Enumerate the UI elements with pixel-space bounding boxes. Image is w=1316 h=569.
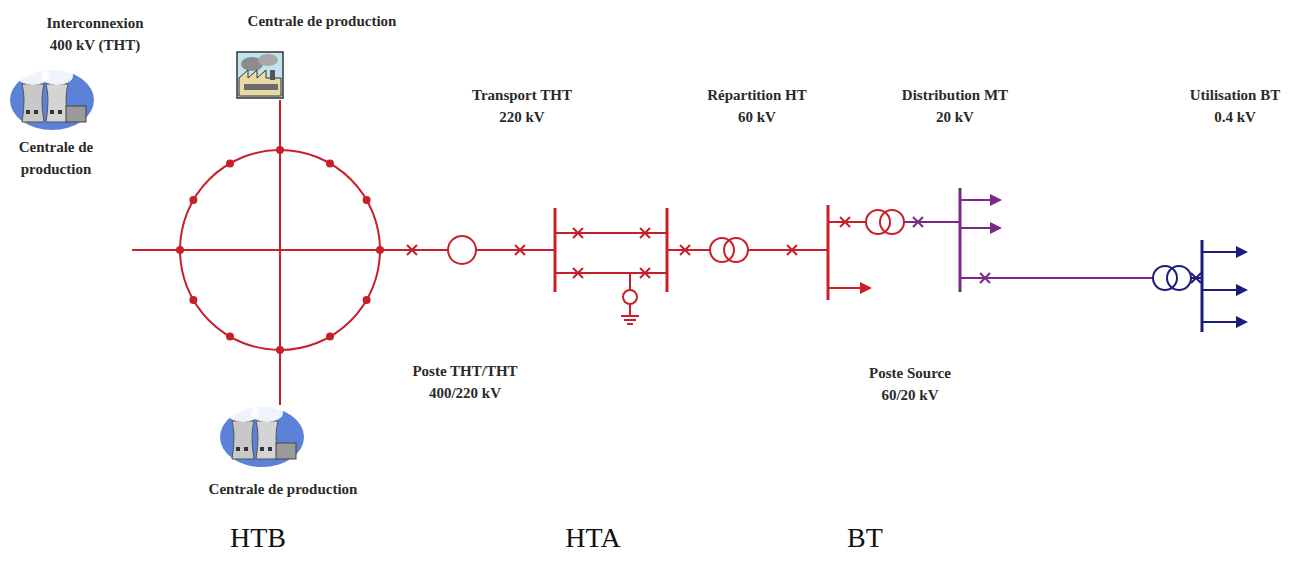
level-label: Poste THT/THT 400/220 kV [411, 360, 519, 404]
ring-dot [363, 296, 371, 304]
voltage-class: HTA [565, 522, 620, 554]
tht-section [380, 205, 904, 324]
bt-section [1167, 240, 1236, 332]
bt-arrows [1236, 246, 1248, 328]
level-label: Poste Source 60/20 kV [868, 362, 953, 406]
breaker-mark [407, 245, 417, 255]
breaker-mark [573, 228, 583, 238]
ring-nodes [176, 146, 384, 354]
ring-dot [189, 196, 197, 204]
plant-icon-left [10, 67, 94, 130]
circuit-breakers [407, 217, 1201, 283]
level-label: Utilisation BT 0.4 kV [1188, 84, 1281, 128]
mt-section [904, 188, 1177, 292]
ring-dot [226, 159, 234, 167]
ring-dot [226, 333, 234, 341]
breaker-mark [1191, 273, 1201, 283]
ring-dot [189, 296, 197, 304]
breaker-mark [787, 245, 797, 255]
breaker-mark [640, 228, 650, 238]
breaker-mark [515, 245, 525, 255]
level-label: Centrale de production [248, 10, 397, 32]
level-label: Centrale de production [8, 136, 104, 180]
ring-dot [326, 333, 334, 341]
plant-icon-bottom [220, 404, 304, 467]
ring-dot [176, 246, 184, 254]
level-label: Centrale de production [209, 478, 358, 500]
feeder-arrow [860, 282, 872, 294]
breaker-mark [913, 217, 923, 227]
ring-dot [276, 146, 284, 154]
breaker-mark [640, 268, 650, 278]
level-label: Répartition HT 60 kV [706, 84, 809, 128]
level-label: Transport THT 220 kV [471, 84, 574, 128]
voltage-class: HTB [230, 522, 286, 554]
level-label: Distribution MT 20 kV [900, 84, 1009, 128]
factory-icon-top [237, 52, 283, 98]
breaker-mark [980, 273, 990, 283]
breaker-mark [680, 245, 690, 255]
ring-dot [276, 346, 284, 354]
mt-arrows [990, 194, 1002, 234]
breaker-mark [840, 217, 850, 227]
interconnection-ring [132, 100, 408, 405]
breaker-mark [573, 268, 583, 278]
voltage-class: BT [847, 522, 883, 554]
ring-dot [363, 196, 371, 204]
ring-dot [326, 159, 334, 167]
level-label: Interconnexion 400 kV (THT) [45, 12, 145, 56]
